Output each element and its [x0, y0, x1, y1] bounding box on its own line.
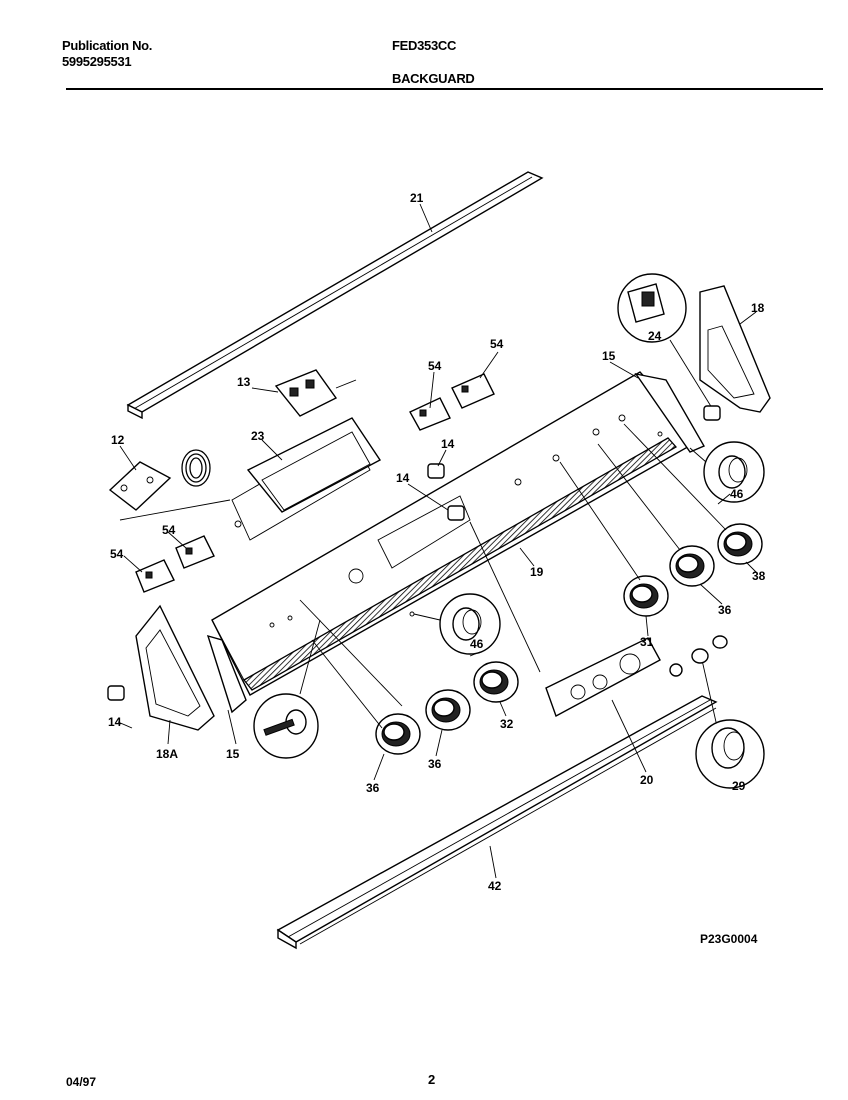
callout-13: 13: [237, 375, 251, 389]
top-trim-strip: [126, 171, 544, 420]
clock-knob-inset: [669, 635, 765, 789]
callout-labels: 21 18 24 15 54 54 13 23 12 14 14 46 19 3…: [108, 191, 766, 893]
callout-15-right: 15: [602, 349, 616, 363]
callout-36-left: 36: [366, 781, 380, 795]
callout-24: 24: [648, 329, 662, 343]
callout-21: 21: [410, 191, 424, 205]
callout-36-middle: 36: [428, 757, 442, 771]
clip-lower-left: [107, 685, 125, 701]
revision-date: 04/97: [66, 1075, 97, 1089]
callout-15-left: 15: [226, 747, 240, 761]
publication-number: 5995295531: [62, 54, 132, 69]
callout-12: 12: [111, 433, 125, 447]
knob-inset-upper: [689, 441, 765, 503]
backguard-panel: [211, 371, 702, 696]
leader-lines: [117, 203, 757, 879]
screw-inset: [253, 619, 321, 759]
right-end-cap: [699, 285, 771, 413]
rocker-switch-upper-left: [409, 397, 451, 431]
header-divider: [66, 88, 823, 90]
burner-knob-right-top: [717, 523, 763, 565]
callout-54-upper-right: 54: [490, 337, 504, 351]
callout-18a: 18A: [156, 747, 178, 761]
callout-14-middle: 14: [396, 471, 410, 485]
callout-38: 38: [752, 569, 766, 583]
clip-upper: [427, 463, 445, 479]
callout-29: 29: [732, 779, 746, 793]
switch-block: [274, 369, 357, 417]
callout-18: 18: [751, 301, 765, 315]
rocker-switch-lower-left: [135, 559, 175, 593]
burner-knob-right-middle: [669, 545, 715, 587]
burner-knob-left-left: [375, 713, 421, 755]
burner-knob-left-right: [425, 689, 471, 731]
side-bracket-left: [206, 634, 247, 714]
callout-46-lower: 46: [470, 637, 484, 651]
callout-19: 19: [530, 565, 544, 579]
callout-14-lower: 14: [108, 715, 122, 729]
thermostat-with-capillary: [108, 449, 231, 521]
inner-bracket: [246, 417, 382, 513]
rocker-switch-upper-right: [451, 373, 495, 409]
callout-20: 20: [640, 773, 654, 787]
figure-code: P23G0004: [700, 932, 758, 946]
left-end-cap: [135, 604, 215, 731]
callout-23: 23: [251, 429, 265, 443]
rocker-switch-lower-right: [175, 535, 215, 569]
callout-14-upper: 14: [441, 437, 455, 451]
callout-54-lower-left: 54: [110, 547, 124, 561]
callout-31: 31: [640, 635, 654, 649]
knob-inset-lower: [413, 593, 501, 655]
indicator-light-inset: [617, 273, 721, 421]
callout-54-lower-right: 54: [162, 523, 176, 537]
bottom-trim-strip: [276, 695, 718, 950]
section-title: BACKGUARD: [392, 71, 475, 86]
page-number: 2: [428, 1072, 436, 1087]
side-bracket-right: [634, 372, 705, 453]
callout-42: 42: [488, 879, 502, 893]
callout-36-right: 36: [718, 603, 732, 617]
callout-54-upper-left: 54: [428, 359, 442, 373]
oven-knob: [473, 661, 519, 703]
callout-46-upper: 46: [730, 487, 744, 501]
clip-middle: [447, 505, 465, 521]
callout-32: 32: [500, 717, 514, 731]
publication-label: Publication No.: [62, 38, 153, 53]
model-number: FED353CC: [392, 38, 457, 53]
burner-knob-right-bottom: [623, 575, 669, 617]
clock-control-panel: [545, 637, 661, 718]
